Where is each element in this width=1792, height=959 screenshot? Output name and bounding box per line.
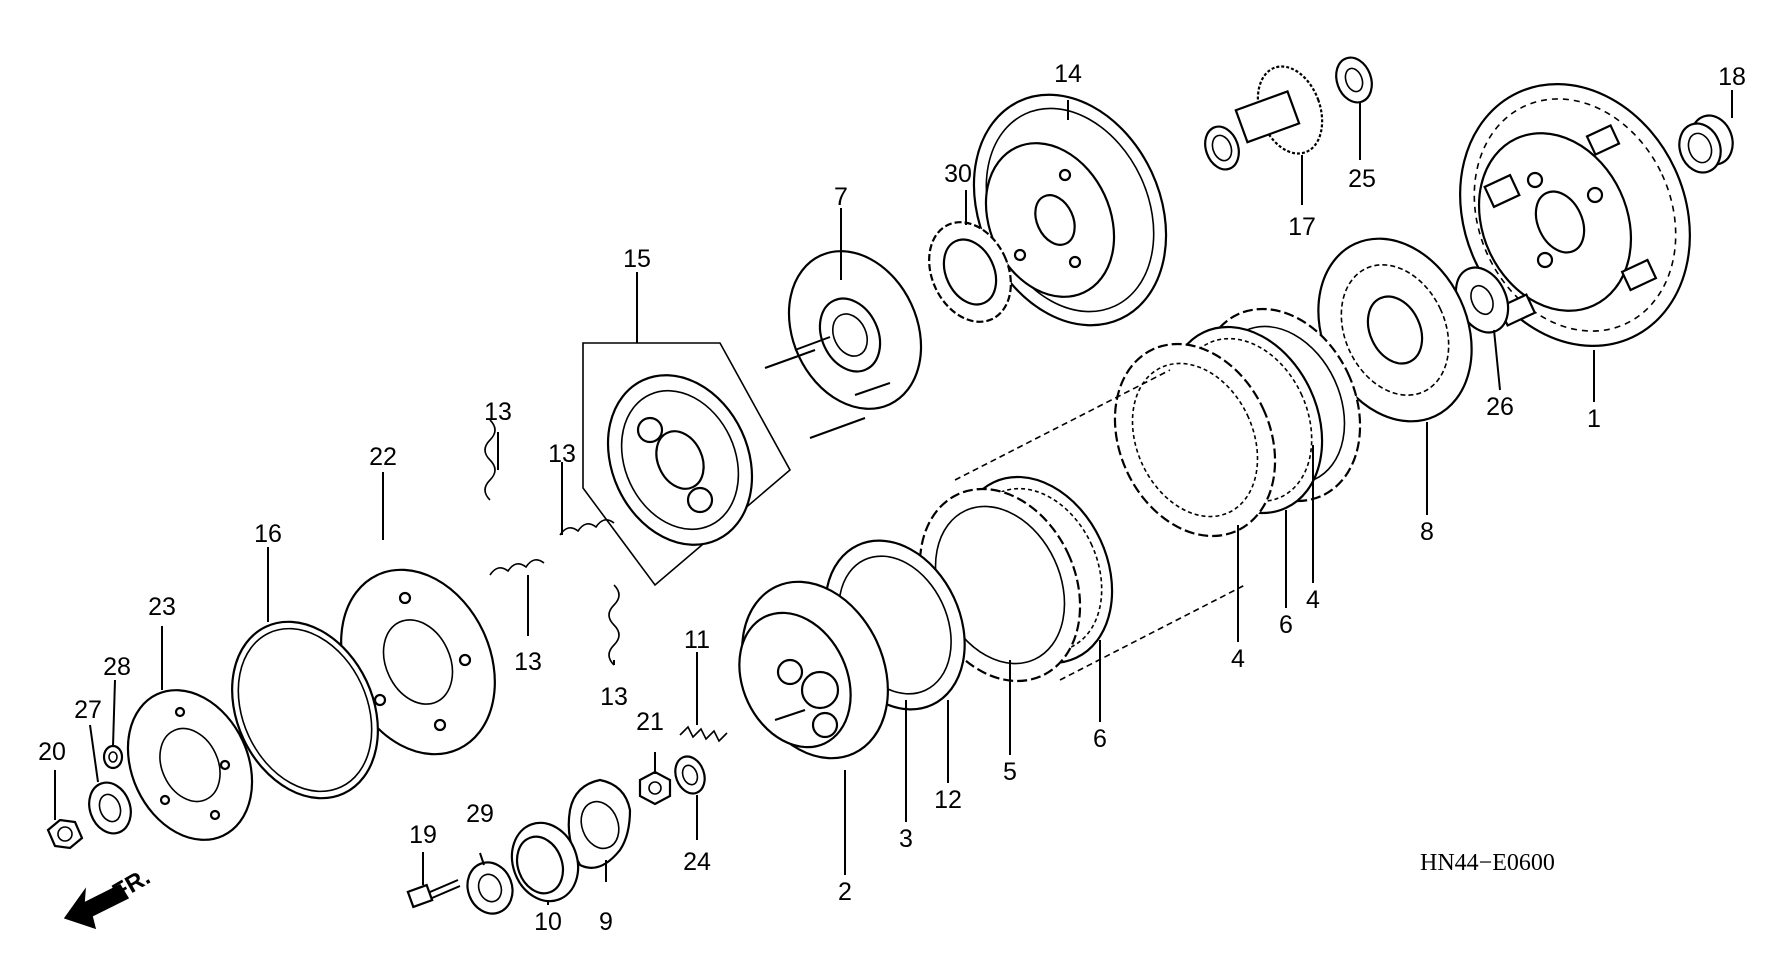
part-14-clutch-drum [972, 93, 1168, 327]
callout-3: 3 [899, 825, 913, 853]
callout-12: 12 [934, 786, 962, 814]
callout-5: 5 [1003, 758, 1017, 786]
callout-15: 15 [623, 245, 651, 273]
part-30-one-way-clutch [928, 221, 1012, 323]
part-2-clutch-hub [738, 580, 889, 760]
callout-29: 29 [466, 800, 494, 828]
callout-13-mid: 13 [548, 440, 576, 468]
part-1-clutch-outer [1459, 83, 1691, 347]
callout-6-front: 6 [1093, 725, 1107, 753]
leader-lines [54, 90, 1733, 905]
callout-13-bottom: 13 [600, 683, 628, 711]
part-17-drive-gear [1204, 65, 1324, 171]
callout-4-right: 4 [1306, 586, 1320, 614]
callout-25: 25 [1348, 165, 1376, 193]
part-24-washer [674, 755, 706, 795]
part-28-washer [102, 744, 124, 770]
callout-28: 28 [103, 653, 131, 681]
callout-9: 9 [599, 908, 613, 936]
callout-19: 19 [409, 821, 437, 849]
callout-numbers: 1 2 3 4 4 5 6 6 7 8 9 10 11 12 13 13 13 … [38, 60, 1746, 936]
part-13-spring-c [489, 559, 545, 576]
callout-16: 16 [254, 520, 282, 548]
callout-13-lower-left: 13 [514, 648, 542, 676]
callout-21: 21 [636, 708, 664, 736]
callout-7: 7 [834, 183, 848, 211]
part-9-lifter-plate [567, 778, 632, 869]
part-23-cover-plate [126, 689, 254, 841]
callout-27: 27 [74, 696, 102, 724]
part-25-washer [1335, 56, 1373, 104]
callout-11: 11 [684, 626, 710, 654]
part-13-spring-a [484, 419, 496, 501]
diagram-code: HN44−E0600 [1420, 850, 1555, 876]
part-15-weight-assembly [582, 342, 792, 587]
callout-13-top: 13 [484, 398, 512, 426]
callout-10: 10 [534, 908, 562, 936]
callout-26: 26 [1486, 393, 1514, 421]
callout-8: 8 [1420, 518, 1434, 546]
part-4-friction-disc-mid [1113, 342, 1277, 538]
part-21-nut [638, 770, 672, 806]
callout-4-left: 4 [1231, 645, 1245, 673]
part-18-bushing [1678, 114, 1734, 174]
part-13-spring-b [559, 519, 615, 536]
part-19-bolt [406, 879, 461, 909]
callout-30: 30 [944, 160, 972, 188]
part-13-spring-d [608, 584, 620, 666]
callout-24: 24 [683, 848, 711, 876]
callout-20: 20 [38, 738, 66, 766]
callout-22: 22 [369, 443, 397, 471]
part-29-bearing [466, 861, 514, 915]
part-20-nut [46, 818, 84, 850]
callout-23: 23 [148, 593, 176, 621]
callout-17: 17 [1288, 213, 1316, 241]
part-8-pressure-plate [1317, 237, 1473, 423]
part-27-washer [88, 781, 132, 835]
callout-14: 14 [1054, 60, 1082, 88]
part-7-drive-plate [764, 250, 923, 439]
callout-1: 1 [1587, 405, 1601, 433]
callout-18: 18 [1718, 63, 1746, 91]
part-16-gasket [231, 620, 379, 800]
callout-6-rear: 6 [1279, 611, 1293, 639]
callout-2: 2 [838, 878, 852, 906]
part-11-spring [679, 725, 728, 743]
front-direction-arrow: FR. [63, 863, 155, 930]
part-10-seal [510, 821, 580, 903]
